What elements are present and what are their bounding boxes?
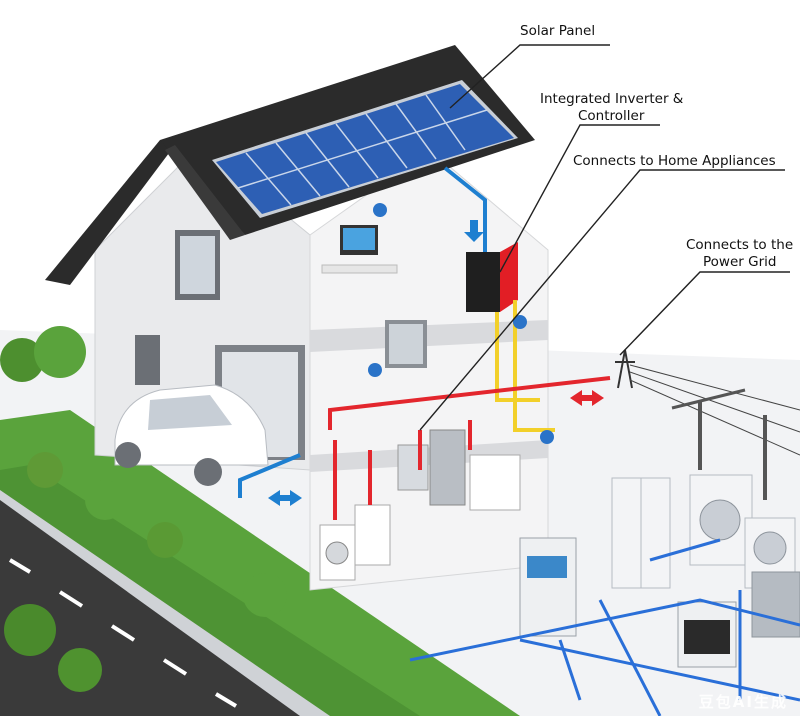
label-appliances: Connects to Home Appliances — [573, 153, 776, 170]
label-grid-line1: Connects to the — [686, 237, 793, 254]
label-solar-panel: Solar Panel — [520, 23, 595, 40]
label-inverter-line2: Controller — [578, 108, 644, 125]
label-inverter-line1: Integrated Inverter & — [540, 91, 683, 108]
label-grid-line2: Power Grid — [703, 254, 776, 271]
watermark: 豆包AI生成 — [699, 691, 788, 712]
